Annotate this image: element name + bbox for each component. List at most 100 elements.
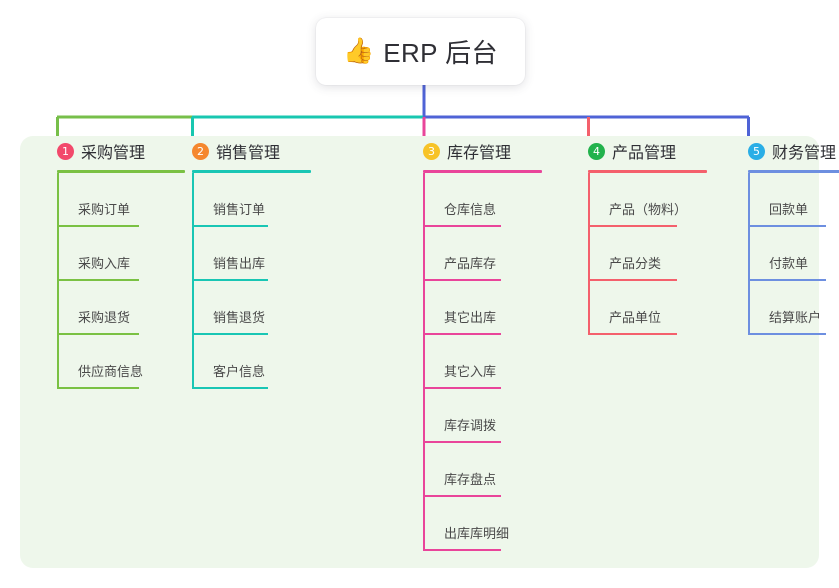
branch-item-rule xyxy=(192,279,268,281)
branch-item-rule xyxy=(423,441,501,443)
branch-item-label: 产品库存 xyxy=(444,256,497,271)
branch-number-badge: 4 xyxy=(588,142,605,160)
branch-item[interactable]: 产品分类 xyxy=(570,227,707,281)
branch-item-label: 仓库信息 xyxy=(444,202,497,217)
branch-item-rule xyxy=(588,279,677,281)
branch-item-rule xyxy=(748,225,826,227)
branch-item[interactable]: 产品库存 xyxy=(405,227,542,281)
branch-item[interactable]: 其它入库 xyxy=(405,335,542,389)
branch-item[interactable]: 客户信息 xyxy=(174,335,311,389)
branch-item-label: 出库库明细 xyxy=(444,526,510,541)
branch-item-label: 采购退货 xyxy=(78,310,131,325)
branch-item[interactable]: 结算账户 xyxy=(730,281,839,335)
branch-item-label: 库存调拨 xyxy=(444,418,497,433)
branch-item-label: 产品分类 xyxy=(609,256,662,271)
branch-spine xyxy=(57,173,59,389)
branch-column-3: 3 库存管理仓库信息产品库存其它出库其它入库库存调拨库存盘点出库库明细 xyxy=(405,136,542,551)
branch-item-list: 回款单付款单结算账户 xyxy=(730,173,839,335)
branch-item[interactable]: 采购入库 xyxy=(39,227,185,281)
branch-title: 财务管理 xyxy=(772,145,837,162)
branch-item[interactable]: 库存调拨 xyxy=(405,389,542,443)
branch-item[interactable]: 销售退货 xyxy=(174,281,311,335)
branch-number-badge: 2 xyxy=(192,142,209,160)
branch-item-label: 销售订单 xyxy=(213,202,266,217)
branch-item-rule xyxy=(192,333,268,335)
branch-item-rule xyxy=(423,495,501,497)
branch-item[interactable]: 回款单 xyxy=(730,173,839,227)
branch-item[interactable]: 采购订单 xyxy=(39,173,185,227)
branch-item-rule xyxy=(748,333,826,335)
branch-title: 库存管理 xyxy=(447,145,512,162)
branch-header-4[interactable]: 4 产品管理 xyxy=(570,136,707,166)
branch-item-rule xyxy=(57,225,139,227)
branch-item[interactable]: 销售出库 xyxy=(174,227,311,281)
branch-item-list: 销售订单销售出库销售退货客户信息 xyxy=(174,173,311,389)
branch-item-label: 回款单 xyxy=(769,202,809,217)
branch-header-rule xyxy=(588,170,707,173)
branch-item-label: 其它出库 xyxy=(444,310,497,325)
branch-column-2: 2 销售管理销售订单销售出库销售退货客户信息 xyxy=(174,136,311,389)
root-node-card[interactable]: 👍 ERP 后台 xyxy=(316,18,525,85)
branch-item-label: 其它入库 xyxy=(444,364,497,379)
branch-item-rule xyxy=(423,225,501,227)
branch-item[interactable]: 产品单位 xyxy=(570,281,707,335)
branch-header-rule xyxy=(192,170,311,173)
branch-item-rule xyxy=(748,279,826,281)
root-node-title: ERP 后台 xyxy=(383,38,498,68)
branch-header-5[interactable]: 5 财务管理 xyxy=(730,136,839,166)
branch-item-rule xyxy=(57,279,139,281)
branch-item[interactable]: 供应商信息 xyxy=(39,335,185,389)
branch-title: 销售管理 xyxy=(216,145,281,162)
branch-item-rule xyxy=(57,387,139,389)
branch-title: 采购管理 xyxy=(81,145,146,162)
branch-item-rule xyxy=(57,333,139,335)
branch-item-label: 产品（物料） xyxy=(609,202,688,217)
branch-header-rule xyxy=(57,170,185,173)
branch-number-badge: 1 xyxy=(57,142,74,160)
branch-title: 产品管理 xyxy=(612,145,677,162)
branch-item-label: 采购订单 xyxy=(78,202,131,217)
branch-item-rule xyxy=(423,279,501,281)
branch-header-rule xyxy=(748,170,839,173)
branch-item-label: 采购入库 xyxy=(78,256,131,271)
branch-item-label: 付款单 xyxy=(769,256,809,271)
branch-item-label: 销售退货 xyxy=(213,310,266,325)
branch-column-4: 4 产品管理产品（物料） 产品分类产品单位 xyxy=(570,136,707,335)
branch-item-rule xyxy=(423,333,501,335)
root-node-inner: 👍 ERP 后台 xyxy=(343,33,498,70)
branch-item-list: 仓库信息产品库存其它出库其它入库库存调拨库存盘点出库库明细 xyxy=(405,173,542,551)
branch-item-rule xyxy=(192,387,268,389)
diagram-panel: 1 采购管理采购订单采购入库采购退货供应商信息 2 销售管理销售订单销售出库销售退货客… xyxy=(20,136,839,568)
branch-item-label: 库存盘点 xyxy=(444,472,497,487)
branch-item[interactable]: 其它出库 xyxy=(405,281,542,335)
branch-item-label: 客户信息 xyxy=(213,364,266,379)
branch-spine xyxy=(423,173,425,551)
branch-column-5: 5 财务管理回款单付款单结算账户 xyxy=(730,136,839,335)
branch-number-badge: 5 xyxy=(748,142,765,160)
branch-item[interactable]: 库存盘点 xyxy=(405,443,542,497)
branch-item-rule xyxy=(588,333,677,335)
branch-item[interactable]: 出库库明细 xyxy=(405,497,542,551)
thumbs-up-icon: 👍 xyxy=(343,37,375,65)
branch-item[interactable]: 产品（物料） xyxy=(570,173,707,227)
branch-item-rule xyxy=(588,225,677,227)
branch-item[interactable]: 仓库信息 xyxy=(405,173,542,227)
branch-item-label: 销售出库 xyxy=(213,256,266,271)
branch-item[interactable]: 采购退货 xyxy=(39,281,185,335)
branch-number-badge: 3 xyxy=(423,142,440,160)
branch-header-1[interactable]: 1 采购管理 xyxy=(39,136,185,166)
branch-item-rule xyxy=(423,549,501,551)
branch-item-list: 采购订单采购入库采购退货供应商信息 xyxy=(39,173,185,389)
branch-item-list: 产品（物料） 产品分类产品单位 xyxy=(570,173,707,335)
branch-column-1: 1 采购管理采购订单采购入库采购退货供应商信息 xyxy=(39,136,185,389)
branch-spine xyxy=(192,173,194,389)
branch-item-rule xyxy=(192,225,268,227)
branch-spine xyxy=(748,173,750,335)
branch-item[interactable]: 付款单 xyxy=(730,227,839,281)
branch-header-rule xyxy=(423,170,542,173)
branch-header-2[interactable]: 2 销售管理 xyxy=(174,136,311,166)
branch-item-label: 供应商信息 xyxy=(78,364,144,379)
branch-spine xyxy=(588,173,590,335)
branch-item[interactable]: 销售订单 xyxy=(174,173,311,227)
branch-header-3[interactable]: 3 库存管理 xyxy=(405,136,542,166)
